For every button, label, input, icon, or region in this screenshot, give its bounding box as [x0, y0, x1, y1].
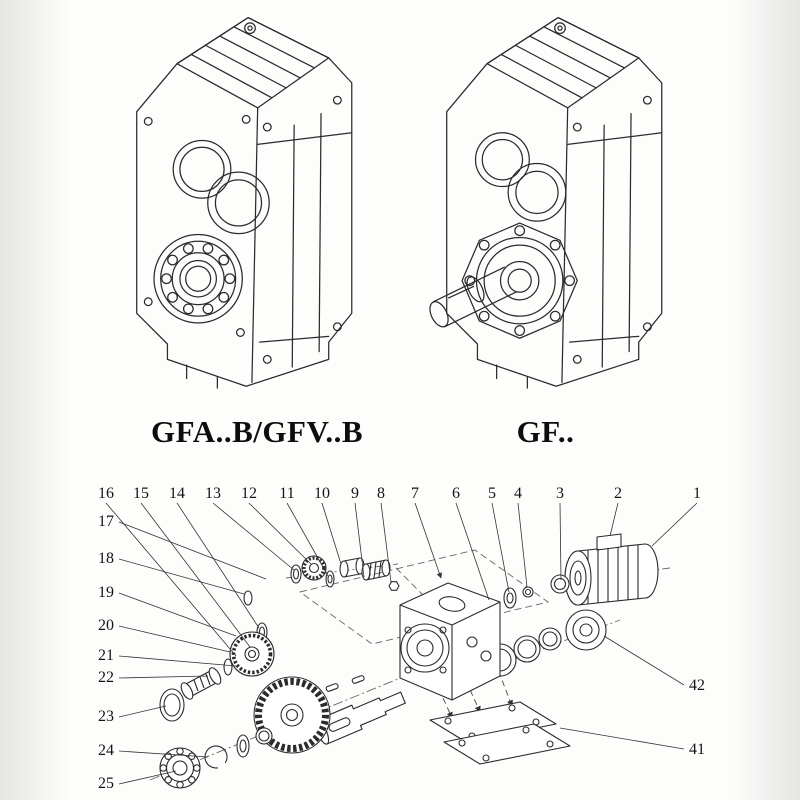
callout-19: 19: [98, 584, 114, 601]
callout-1: 1: [693, 485, 701, 502]
callout-25: 25: [98, 775, 114, 792]
callout-6: 6: [452, 485, 460, 502]
housing-roof: [176, 16, 330, 109]
callout-5: 5: [488, 485, 496, 502]
callout-18: 18: [98, 550, 114, 567]
callout-21: 21: [98, 647, 114, 664]
callout-17: 17: [98, 513, 114, 530]
input-shaft-parts: [290, 555, 400, 591]
housing-silhouette: [446, 16, 663, 387]
housing-silhouette: [136, 16, 353, 387]
callout-12: 12: [241, 485, 257, 502]
feet: [496, 364, 528, 389]
callout-41: 41: [689, 741, 705, 758]
side-bands: [257, 132, 353, 343]
lifting-hole: [554, 22, 566, 35]
callout-13: 13: [205, 485, 221, 502]
callout-7: 7: [411, 485, 419, 502]
face-divider: [561, 107, 569, 384]
callout-16: 16: [98, 485, 114, 502]
callout-3: 3: [556, 485, 564, 502]
callout-42: 42: [689, 677, 705, 694]
gearbox-drawing-gfab-gfv: [136, 16, 353, 389]
callout-23: 23: [98, 708, 114, 725]
gearbox-drawing-gf: [429, 16, 663, 389]
output-flange: [461, 222, 578, 339]
output-bearing: [153, 233, 243, 324]
roof-fins: [190, 26, 316, 99]
exploded-view-drawing: 16 15 14 13 12 11 10 9 8 7 6 5 4 3 2 1 1…: [98, 485, 705, 792]
callout-2: 2: [614, 485, 622, 502]
motor: [564, 533, 659, 606]
side-bands: [567, 132, 663, 343]
upper-bore-1: [474, 132, 530, 188]
roof-fins: [500, 26, 626, 99]
intermediate-gear-parts: [180, 590, 275, 700]
callout-9: 9: [351, 485, 359, 502]
assembly-arrows: [434, 661, 513, 719]
upper-bore-2: [207, 171, 270, 235]
model-label-gf: GF..: [516, 414, 575, 449]
callout-10: 10: [314, 485, 330, 502]
callout-4: 4: [514, 485, 522, 502]
callout-22: 22: [98, 669, 114, 686]
side-ribs: [601, 112, 632, 368]
output-shaft: [429, 266, 517, 328]
housing-roof: [486, 16, 640, 109]
output-gear-and-shaft: [159, 675, 406, 754]
side-ribs: [291, 112, 322, 368]
motor-side-rings: [503, 574, 570, 609]
callout-numbers: 16 15 14 13 12 11 10 9 8 7 6 5 4 3 2 1 1…: [98, 485, 705, 792]
lifting-hole: [244, 22, 256, 35]
callout-11: 11: [279, 485, 294, 502]
upper-bore-2: [507, 162, 567, 222]
callout-15: 15: [133, 485, 149, 502]
model-label-gfab-gfv: GFA..B/GFV..B: [150, 414, 364, 449]
leader-lines: [105, 502, 698, 785]
callout-24: 24: [98, 742, 114, 759]
face-divider: [251, 107, 259, 384]
upper-bore-1: [172, 139, 232, 199]
flange-disc-and-rings: [483, 609, 607, 677]
gear-housing: [399, 582, 501, 701]
callout-14: 14: [169, 485, 185, 502]
cover-plates: [429, 701, 571, 765]
callout-20: 20: [98, 617, 114, 634]
callout-8: 8: [377, 485, 385, 502]
feet: [186, 364, 218, 389]
